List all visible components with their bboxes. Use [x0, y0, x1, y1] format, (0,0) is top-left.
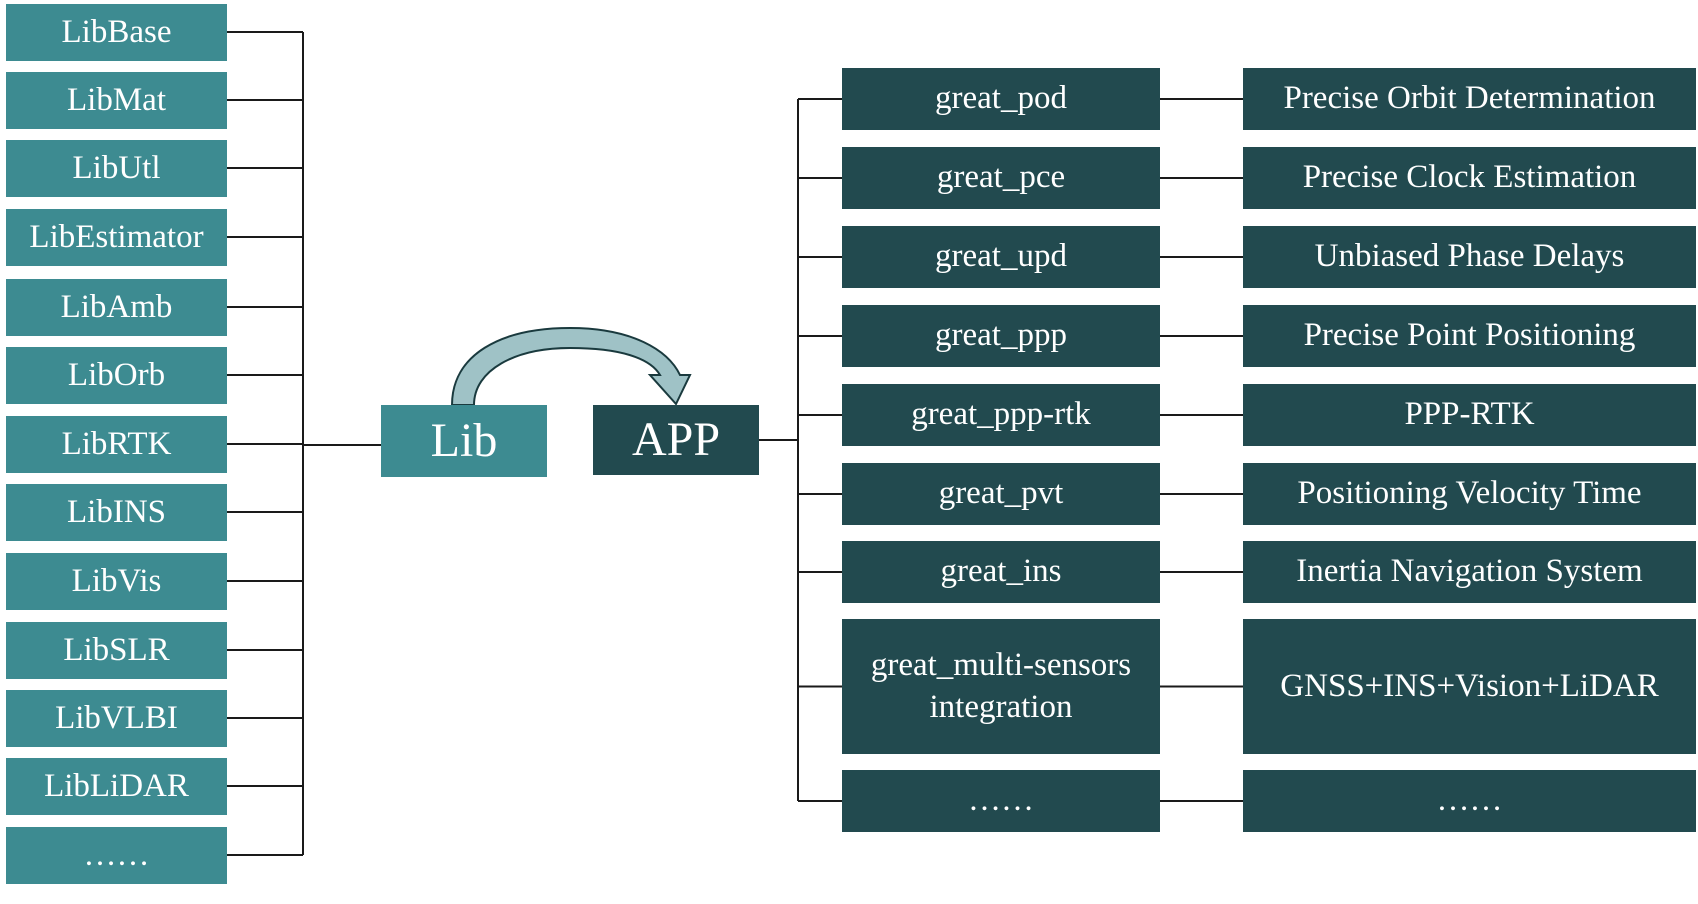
function-item: PPP-RTK [1243, 384, 1696, 446]
app-item: great_upd [842, 226, 1160, 288]
function-item-label: GNSS+INS+Vision+LiDAR [1280, 667, 1659, 704]
lib-item-label: …… [83, 836, 150, 873]
function-item-label: PPP-RTK [1404, 396, 1535, 433]
function-item-label: Precise Point Positioning [1303, 317, 1636, 354]
app-item-label: …… [968, 782, 1034, 819]
lib-item: LibLiDAR [6, 758, 227, 815]
function-item: …… [1243, 770, 1696, 832]
lib-item-label: LibLiDAR [44, 767, 189, 804]
function-item-label: Inertia Navigation System [1296, 553, 1643, 590]
lib-item: LibOrb [6, 347, 227, 404]
lib-item: LibUtl [6, 140, 227, 197]
function-item-label: Precise Clock Estimation [1302, 159, 1637, 196]
lib-item: …… [6, 827, 227, 884]
lib-item-label: LibOrb [67, 356, 166, 393]
function-item-label: Positioning Velocity Time [1297, 475, 1642, 512]
app-item-label: great_pod [935, 80, 1067, 117]
lib-item: LibSLR [6, 622, 227, 679]
curved-arrow-icon [450, 326, 692, 406]
lib-item: LibRTK [6, 416, 227, 473]
lib-item-label: LibSLR [63, 631, 170, 668]
app-item-label: great_pvt [938, 475, 1064, 512]
lib-hub-box: Lib [381, 405, 547, 477]
lib-item-label: LibMat [67, 81, 166, 118]
app-hub-label: APP [631, 413, 721, 466]
app-item-label: great_ppp [935, 317, 1067, 354]
app-item: …… [842, 770, 1160, 832]
lib-item: LibBase [6, 4, 227, 61]
app-item-label: great_multi-sensors integration [870, 647, 1132, 725]
lib-item: LibMat [6, 72, 227, 129]
app-item: great_ppp [842, 305, 1160, 367]
app-item-label: great_ins [940, 553, 1062, 590]
lib-item-label: LibEstimator [29, 218, 204, 255]
lib-item-label: LibINS [67, 493, 166, 530]
app-item: great_ppp-rtk [842, 384, 1160, 446]
lib-item: LibVis [6, 553, 227, 610]
function-item: Inertia Navigation System [1243, 541, 1696, 603]
app-item-label: great_upd [935, 238, 1067, 275]
lib-item: LibAmb [6, 279, 227, 336]
app-item-label: great_pce [936, 159, 1066, 196]
function-item: Positioning Velocity Time [1243, 463, 1696, 525]
function-item: Precise Point Positioning [1243, 305, 1696, 367]
lib-item-label: LibUtl [72, 149, 161, 186]
app-item: great_multi-sensors integration [842, 619, 1160, 754]
lib-item-label: LibBase [61, 13, 172, 50]
lib-item-label: LibRTK [61, 425, 172, 462]
function-item: Precise Clock Estimation [1243, 147, 1696, 209]
function-item-label: Precise Orbit Determination [1283, 80, 1656, 117]
app-item: great_pod [842, 68, 1160, 130]
function-item-label: …… [1436, 782, 1503, 819]
lib-item: LibINS [6, 484, 227, 541]
app-item: great_ins [842, 541, 1160, 603]
app-item: great_pvt [842, 463, 1160, 525]
lib-item-label: LibAmb [60, 288, 173, 325]
app-hub-box: APP [593, 405, 759, 475]
app-item: great_pce [842, 147, 1160, 209]
lib-hub-label: Lib [430, 414, 498, 467]
lib-item: LibEstimator [6, 209, 227, 266]
function-item: GNSS+INS+Vision+LiDAR [1243, 619, 1696, 754]
lib-item-label: LibVLBI [55, 699, 178, 736]
function-item: Precise Orbit Determination [1243, 68, 1696, 130]
lib-item: LibVLBI [6, 690, 227, 747]
app-item-label: great_ppp-rtk [911, 396, 1091, 433]
lib-item-label: LibVis [71, 562, 162, 599]
function-item-label: Unbiased Phase Delays [1314, 238, 1625, 275]
function-item: Unbiased Phase Delays [1243, 226, 1696, 288]
